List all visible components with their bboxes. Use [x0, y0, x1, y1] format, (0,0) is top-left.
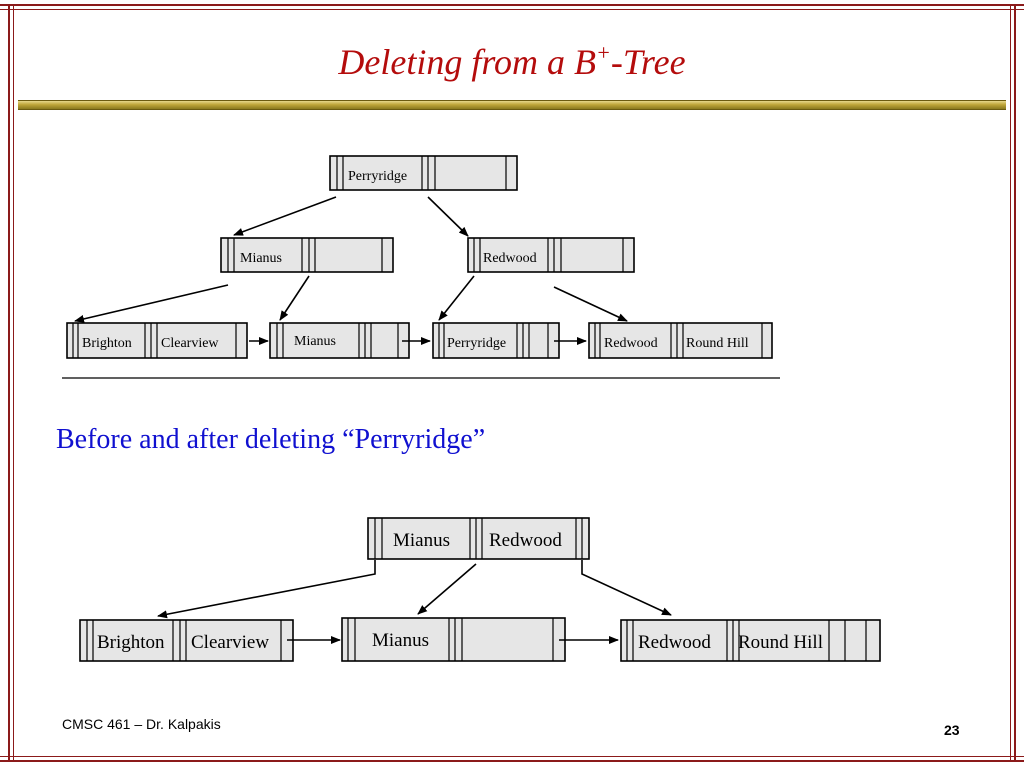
before-leaf-3-key-1: Perryridge [447, 336, 506, 351]
before-edge-right-leaf3 [438, 275, 475, 321]
frame-top [0, 4, 1024, 6]
after-leaf-3-key-2: Round Hill [738, 632, 823, 653]
before-leaf-4-key-2: Round Hill [686, 336, 749, 351]
title-superscript: + [596, 40, 611, 65]
before-leaf-1-key-1: Brighton [82, 336, 132, 351]
frame-left-inner [13, 4, 14, 762]
after-leaf-2-key-1: Mianus [372, 630, 429, 651]
after-root-key-2: Redwood [489, 530, 562, 551]
after-edge-root-leaf3 [581, 560, 672, 616]
before-root-node: Perryridge [329, 155, 518, 191]
after-leaf-1: Brighton Clearview [79, 619, 294, 662]
before-leaf-4-key-1: Redwood [604, 336, 658, 351]
after-edge-root-leaf1 [157, 560, 376, 619]
before-leaf-2: Mianus [269, 322, 410, 359]
before-internal-right-node: Redwood [467, 237, 635, 273]
before-edge-left-leaf1 [74, 284, 229, 323]
title-suffix: -Tree [610, 42, 686, 82]
before-root-key: Perryridge [348, 169, 407, 184]
page-number: 23 [944, 722, 960, 738]
before-internal-left-node: Mianus [220, 237, 394, 273]
before-leaf-1: Brighton Clearview [66, 322, 248, 359]
after-root-node: Mianus Redwood [367, 517, 590, 560]
title-main: Deleting from a B [338, 42, 597, 82]
after-leaf-3-key-1: Redwood [638, 632, 711, 653]
footer-course: CMSC 461 – Dr. Kalpakis [62, 716, 221, 732]
before-leaf-2-key-1: Mianus [294, 334, 336, 349]
before-internal-left-key: Mianus [240, 251, 282, 266]
after-leaf-1-key-2: Clearview [191, 632, 269, 653]
frame-top-inner [0, 9, 1024, 10]
before-edge-root-right [427, 196, 469, 237]
before-edge-root-left [233, 196, 337, 236]
frame-left [8, 4, 10, 762]
before-leaf-4: Redwood Round Hill [588, 322, 773, 359]
before-edge-left-leaf2 [279, 275, 310, 321]
after-leaf-1-key-1: Brighton [97, 632, 165, 653]
frame-right [1014, 4, 1016, 762]
after-root-key-1: Mianus [393, 530, 450, 551]
before-edge-right-leaf4 [553, 286, 628, 322]
before-leaf-1-key-2: Clearview [161, 336, 219, 351]
before-internal-right-key: Redwood [483, 251, 537, 266]
after-leaf-2: Mianus [341, 617, 566, 662]
caption: Before and after deleting “Perryridge” [56, 424, 486, 455]
slide-title: Deleting from a B+-Tree [0, 40, 1024, 83]
before-leaf-3: Perryridge [432, 322, 560, 359]
title-underline-bar [18, 100, 1006, 110]
frame-bottom [0, 760, 1024, 762]
frame-right-inner [1010, 4, 1011, 762]
frame-bottom-inner [0, 756, 1024, 757]
after-leaf-3: Redwood Round Hill [620, 619, 881, 662]
after-edge-root-leaf2 [417, 563, 477, 615]
